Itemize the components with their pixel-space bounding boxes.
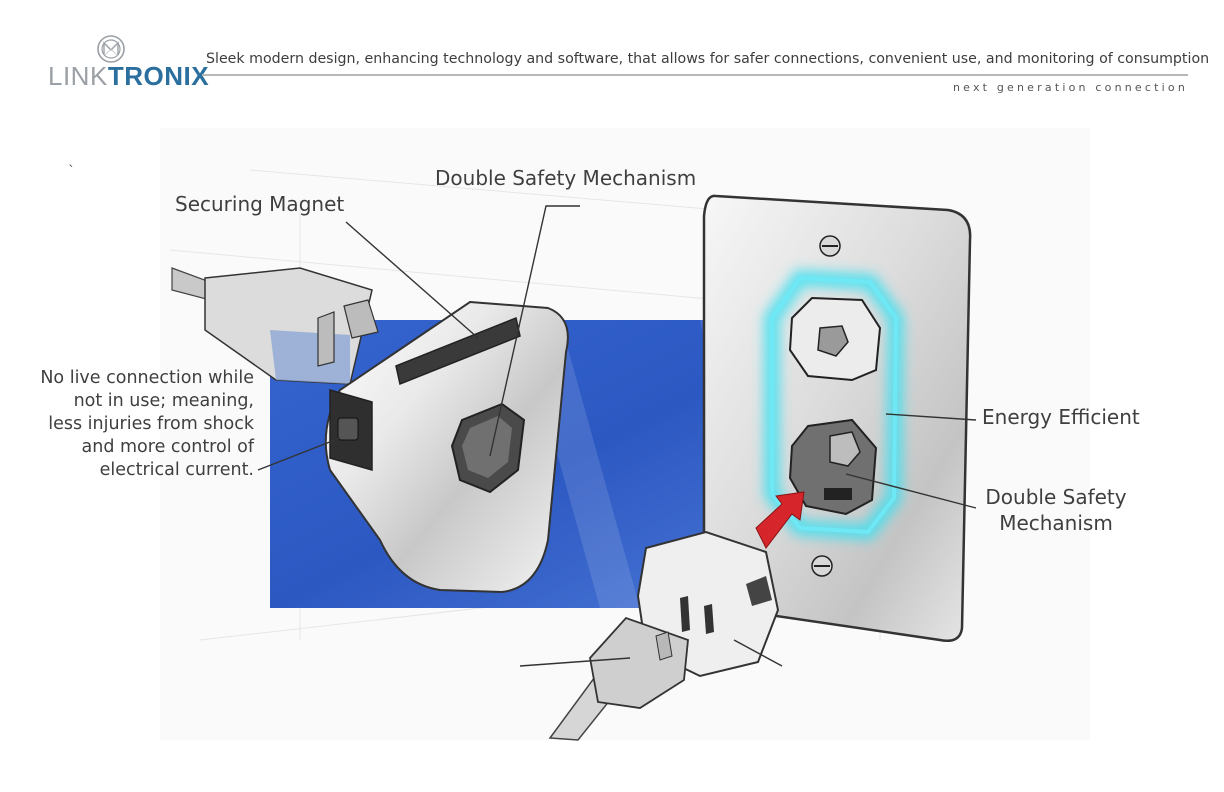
two-prong-plug [171, 267, 379, 385]
callout-double-safety-top: Double Safety Mechanism [435, 166, 697, 190]
securing-magnet-slot [395, 316, 521, 386]
insertion-arrow-icon [755, 491, 805, 549]
header-subline: next generation connection [953, 81, 1188, 94]
brand-wordmark: LINKTRONIX [48, 61, 209, 92]
callout-double-safety-right: Double Safety Mechanism [985, 485, 1127, 535]
callout-securing-magnet: Securing Magnet [175, 192, 345, 216]
callout-leader-lines [257, 205, 977, 667]
three-prong-adapter [548, 530, 780, 741]
brand-name-part2: TRONIX [107, 61, 210, 91]
circle-m-emblem-icon [97, 35, 125, 63]
magnetic-adapter [324, 300, 569, 594]
header-tagline: Sleek modern design, enhancing technolog… [206, 51, 1210, 67]
header-divider [202, 74, 1188, 76]
brand-name-part1: LINK [48, 61, 108, 91]
stray-mark: ` [68, 164, 75, 180]
brand-logo: LINKTRONIX [48, 34, 209, 94]
callout-energy-efficient: Energy Efficient [982, 405, 1140, 429]
callout-no-live-connection: No live connection while not in use; mea… [40, 368, 254, 480]
